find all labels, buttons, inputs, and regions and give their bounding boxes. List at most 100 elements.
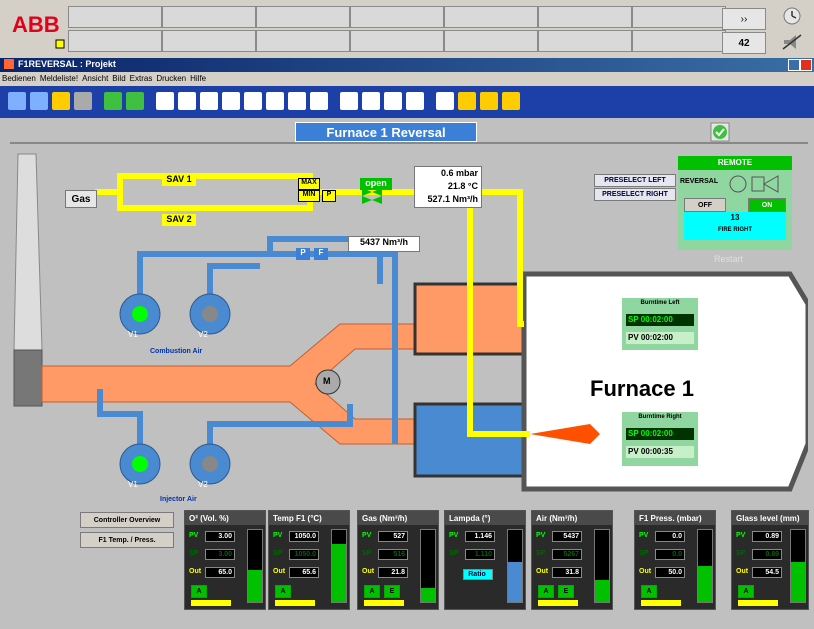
more-button[interactable]: ›› [722,8,766,30]
controller-overview-text: Controller Overview [93,516,161,524]
alarm-slot[interactable] [538,6,632,28]
menu-item[interactable]: Ansicht [82,74,109,83]
toolbar-tool-icon[interactable] [244,92,262,110]
controller-sp-value[interactable]: 1.110 [465,549,495,560]
plant-display: Furnace 1 Reversal Gas SAV 1 SAV 2 MAX [10,118,808,503]
controller-mode-button[interactable]: E [558,585,574,598]
toolbar-tool-icon[interactable] [8,92,26,110]
controller-sp-value[interactable]: 1050.0 [289,549,319,560]
fire-state: FIRE RIGHT [718,227,752,233]
menu-item[interactable]: Drucken [156,74,187,83]
toolbar-tool-icon[interactable] [458,92,476,110]
combustion-air-text: Combustion Air [150,348,203,355]
f1-temp-press-button[interactable]: F1 Temp. / Press. [80,532,174,548]
menu-item[interactable]: Meldeliste! [39,74,79,83]
controller-sp-value[interactable]: 0.0 [655,549,685,560]
toolbar-tool-icon[interactable] [288,92,306,110]
restart-text: Restart [714,254,744,264]
controller-out-value[interactable]: 50.0 [655,567,685,578]
controller-out-value[interactable]: 65.0 [205,567,235,578]
gas-flow: 527.1 Nm³/h [427,194,478,204]
toolbar-tool-icon[interactable] [384,92,402,110]
alarm-slot[interactable] [256,30,350,52]
toolbar-tool-icon[interactable] [104,92,122,110]
toolbar-tool-icon[interactable] [436,92,454,110]
toolbar-tool-icon[interactable] [52,92,70,110]
preselect-left-button[interactable]: PRESELECT LEFT [594,174,676,187]
controller-sp-value[interactable]: 516 [378,549,408,560]
controller-out-value[interactable]: 31.8 [552,567,582,578]
controller-mode-button[interactable]: A [364,585,380,598]
alarm-slot[interactable] [162,30,256,52]
ratio-button[interactable]: Ratio [463,569,493,580]
menu-item[interactable]: Bild [112,74,126,83]
controller-sp-value[interactable]: 5267 [552,549,582,560]
toolbar-tool-icon[interactable] [156,92,174,110]
controller-title: O² (Vol. %) [185,511,265,525]
alarm-slot[interactable] [444,6,538,28]
toolbar-tool-icon[interactable] [74,92,92,110]
minimize-button[interactable] [788,59,800,71]
alarm-slot[interactable] [632,6,726,28]
controller-pv-value: 0.89 [752,531,782,542]
menu-item[interactable]: Extras [129,74,153,83]
controller-out-value[interactable]: 54.5 [752,567,782,578]
alarm-slot[interactable] [350,6,444,28]
toolbar-tool-icon[interactable] [480,92,498,110]
toolbar-tool-icon[interactable] [310,92,328,110]
controller-mode-button[interactable]: A [275,585,291,598]
abb-logo: ABB [8,4,66,52]
gas-inlet-label: Gas [65,190,97,208]
reversal-off-button[interactable]: OFF [684,198,726,212]
controller-sp-value[interactable]: 3.00 [205,549,235,560]
alarm-slot[interactable] [350,30,444,52]
confirm-icon[interactable] [710,122,730,142]
controller-mode-button[interactable]: E [384,585,400,598]
reversal-on-button[interactable]: ON [748,198,786,212]
toolbar-tool-icon[interactable] [222,92,240,110]
controller-sp-value[interactable]: 0.89 [752,549,782,560]
controller-mode-button[interactable]: A [191,585,207,598]
toolbar-tool-icon[interactable] [266,92,284,110]
toolbar-tool-icon[interactable] [126,92,144,110]
controller-mode-button[interactable]: A [738,585,754,598]
toolbar-tool-icon[interactable] [406,92,424,110]
controller-mode-button[interactable]: A [538,585,554,598]
toolbar-tool-icon[interactable] [200,92,218,110]
alarm-slot[interactable] [632,30,726,52]
controller-overview-button[interactable]: Controller Overview [80,512,174,528]
toolbar-tool-icon[interactable] [30,92,48,110]
controller-out-value[interactable]: 21.8 [378,567,408,578]
max-indicator: MAX [298,178,320,190]
alarm-slot[interactable] [68,6,162,28]
clock-icon[interactable] [780,6,804,26]
controller-level-fill [508,562,522,602]
controller-mode-button[interactable]: A [641,585,657,598]
restart-button[interactable]: Restart [714,254,743,264]
silence-horn-icon[interactable] [780,32,804,52]
alarm-slot[interactable] [538,30,632,52]
injector-air-text: Injector Air [160,496,197,503]
alarm-slot[interactable] [162,6,256,28]
alarm-slot[interactable] [68,30,162,52]
toolbar-tool-icon[interactable] [340,92,358,110]
toolbar-tool-icon[interactable] [362,92,380,110]
controller-out-value[interactable]: 65.6 [289,567,319,578]
alarm-slot[interactable] [444,30,538,52]
preselect-right-button[interactable]: PRESELECT RIGHT [594,188,676,201]
toolbar-tool-icon[interactable] [178,92,196,110]
close-button[interactable] [800,59,812,71]
controller-sp-label: SP [536,550,546,557]
menu-item[interactable]: Hilfe [190,74,207,83]
menu-item[interactable]: Bedienen [2,74,36,83]
toolbar-tool-icon[interactable] [502,92,520,110]
alarm-slot[interactable] [256,6,350,28]
